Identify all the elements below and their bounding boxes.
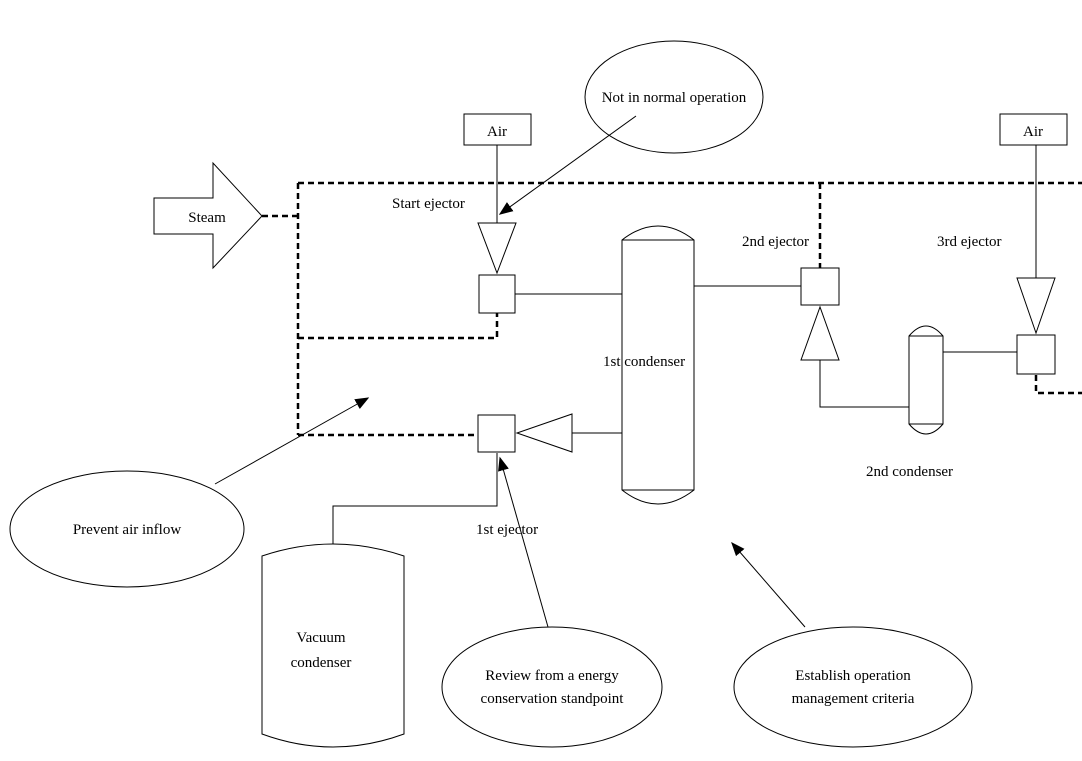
- vacuum-condenser: [261, 543, 405, 748]
- air-right-label: Air: [1023, 124, 1043, 140]
- callout-review-energy-text-line2: conservation standpoint: [481, 691, 625, 707]
- callout-review-energy: [441, 626, 663, 748]
- 1st-ejector-body: [477, 414, 516, 453]
- 1st-ejector-label: 1st ejector: [476, 522, 538, 538]
- line-vacuum-to-1st-ejector: [332, 453, 498, 551]
- callout-establish-criteria: [733, 626, 973, 748]
- vacuum-condenser-label-line1: Vacuum: [296, 630, 345, 646]
- 2nd-condenser-label: 2nd condenser: [866, 464, 953, 480]
- 3rd-ejector-body: [1016, 334, 1056, 375]
- 2nd-ejector-body: [800, 267, 840, 306]
- air-box-right: [999, 113, 1068, 146]
- callout-prevent-air-inflow-text: Prevent air inflow: [73, 522, 181, 538]
- callout-review-energy-text-line1: Review from a energy: [485, 668, 619, 684]
- callout-establish-criteria-text-line1: Establish operation: [795, 668, 911, 684]
- steam-line-3rd-ejector: [1034, 375, 1082, 395]
- line-2nd-ejector-to-2nd-condenser: [819, 360, 909, 408]
- air-box-left: [463, 113, 532, 146]
- callout-not-in-normal-operation-text: Not in normal operation: [602, 90, 747, 106]
- air-left-label: Air: [487, 124, 507, 140]
- callout-prevent-air-inflow: [9, 470, 245, 588]
- start-ejector-nozzle: [477, 222, 517, 275]
- callout-arrow-review-energy: [498, 456, 549, 628]
- steam-line-start-ejector: [298, 313, 499, 340]
- 1st-condenser-label: 1st condenser: [603, 354, 685, 370]
- start-ejector-body: [478, 274, 516, 314]
- 2nd-ejector-nozzle: [800, 305, 840, 361]
- 2nd-ejector-label: 2nd ejector: [742, 234, 809, 250]
- 2nd-condenser: [908, 325, 944, 435]
- callout-arrow-not-in-normal-operation: [498, 115, 637, 215]
- callout-arrow-establish-criteria: [731, 541, 806, 628]
- callout-establish-criteria-text-line2: management criteria: [792, 691, 915, 707]
- 1st-condenser: [621, 225, 695, 505]
- 1st-ejector-nozzle: [515, 413, 573, 453]
- 3rd-ejector-nozzle: [1016, 277, 1056, 335]
- 3rd-ejector-label: 3rd ejector: [937, 234, 1002, 250]
- callout-arrow-prevent-air-inflow: [214, 397, 370, 485]
- callout-not-in-normal-operation: [584, 40, 764, 154]
- start-ejector-label: Start ejector: [392, 196, 465, 212]
- steam-label: Steam: [188, 210, 226, 226]
- vacuum-condenser-label-line2: condenser: [291, 655, 352, 671]
- steam-lines: [262, 181, 1082, 437]
- steam-inlet-arrow: [153, 161, 263, 270]
- process-lines: [332, 145, 1037, 551]
